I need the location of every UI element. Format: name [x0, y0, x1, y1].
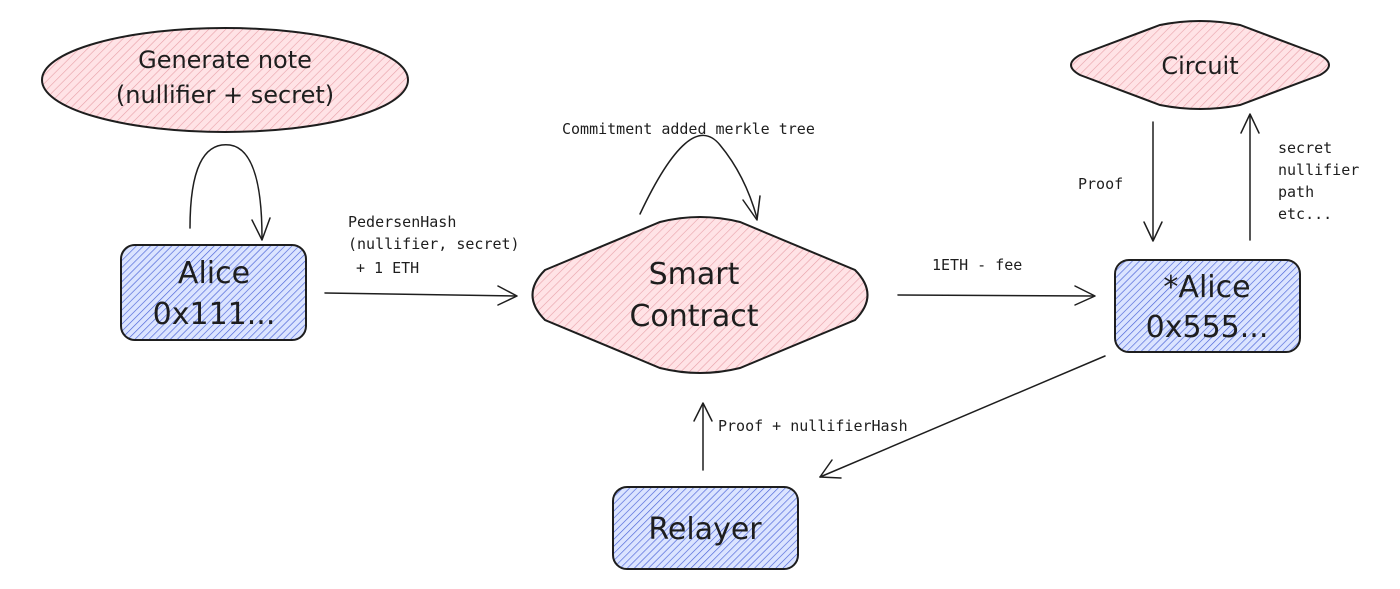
edge-new-alice-to-relayer	[819, 355, 1106, 479]
node-new-alice: *Alice 0x555...	[1114, 259, 1301, 353]
node-circuit: Circuit	[1070, 20, 1330, 110]
new-alice-address: 0x555...	[1146, 310, 1269, 345]
edge-contract-self: Commitment added merkle tree	[562, 120, 815, 221]
pedersen-hash-label: PedersenHash	[348, 213, 456, 231]
relayer-label: Relayer	[648, 512, 762, 547]
witness-path-label: path	[1278, 183, 1314, 201]
new-alice-name: *Alice	[1163, 270, 1250, 305]
witness-secret-label: secret	[1278, 139, 1332, 157]
withdraw-amount-label: 1ETH - fee	[932, 256, 1022, 274]
generate-note-line2: (nullifier + secret)	[116, 81, 334, 109]
deposit-amount-label: + 1 ETH	[356, 259, 419, 277]
pedersen-args-label: (nullifier, secret)	[348, 235, 520, 253]
edge-relayer-to-contract: Proof + nullifierHash	[693, 402, 908, 471]
alice-name: Alice	[178, 256, 250, 291]
edge-circuit-to-new-alice: Proof	[1078, 121, 1163, 242]
edge-contract-to-new-alice: 1ETH - fee	[897, 256, 1096, 306]
edge-generate-note-alice	[189, 144, 271, 241]
witness-nullifier-label: nullifier	[1278, 161, 1359, 179]
circuit-label: Circuit	[1161, 52, 1238, 80]
proof-label: Proof	[1078, 175, 1123, 193]
alice-address: 0x111...	[153, 297, 276, 332]
node-relayer: Relayer	[612, 486, 799, 570]
node-smart-contract: Smart Contract	[531, 216, 869, 374]
edge-new-alice-to-circuit: secret nullifier path etc...	[1240, 113, 1359, 241]
node-generate-note: Generate note (nullifier + secret)	[41, 27, 409, 133]
smart-contract-line2: Contract	[629, 299, 758, 334]
generate-note-line1: Generate note	[138, 46, 312, 74]
smart-contract-line1: Smart	[649, 257, 740, 292]
witness-etc-label: etc...	[1278, 205, 1332, 223]
commitment-label: Commitment added merkle tree	[562, 120, 815, 138]
edge-alice-to-contract: PedersenHash (nullifier, secret) + 1 ETH	[324, 213, 520, 306]
node-alice: Alice 0x111...	[120, 244, 307, 341]
relayer-payload-label: Proof + nullifierHash	[718, 417, 908, 435]
